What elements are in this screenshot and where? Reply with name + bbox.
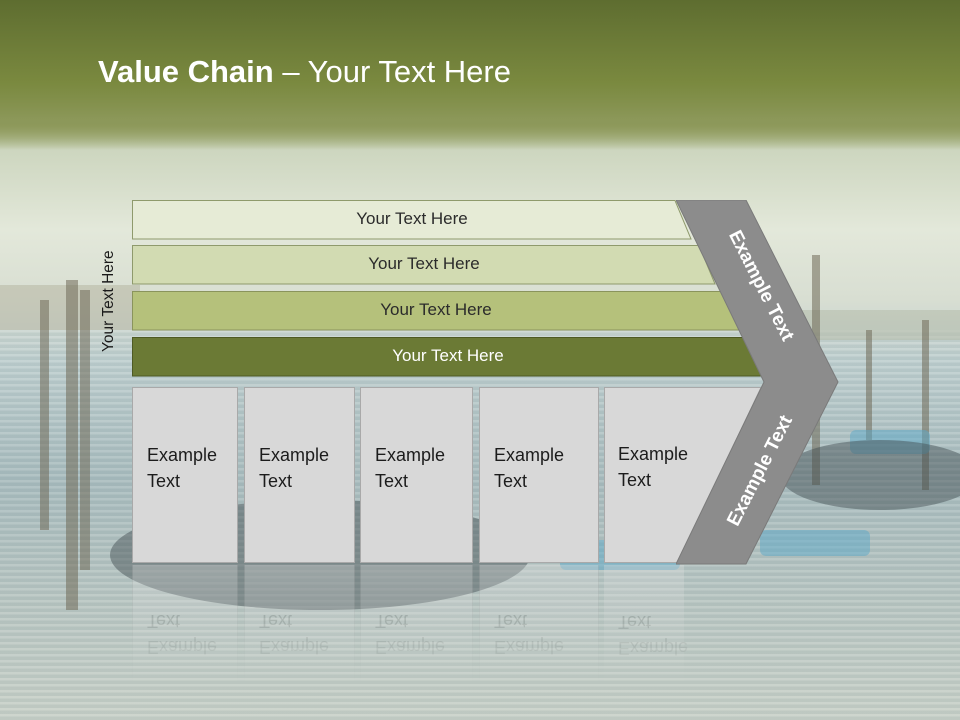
box-text-line1: Example [259, 445, 330, 465]
box-text-line1: Example [375, 445, 446, 465]
support-bar-label: Your Text Here [368, 254, 480, 273]
gondola [780, 440, 960, 510]
mooring-pole [66, 280, 78, 610]
bar-shape [132, 245, 716, 285]
primary-activity-box-3: Example Text [360, 387, 473, 563]
support-bar-2: Your Text Here [132, 245, 716, 285]
mooring-pole [866, 330, 872, 440]
title-bold: Value Chain [98, 54, 274, 89]
box-text-line2: Text [147, 471, 181, 491]
title-rest: – Your Text Here [273, 54, 511, 89]
primary-activity-box-1: Example Text [132, 387, 238, 563]
side-label: Your Text Here [100, 250, 117, 352]
support-bar-3: Your Text Here [132, 291, 740, 331]
support-bar-4: Your Text Here [132, 337, 764, 377]
box-text-line2: Text [494, 471, 528, 491]
support-bar-label: Your Text Here [380, 300, 492, 319]
header-band [0, 0, 960, 150]
margin-chevron-arrow [676, 200, 839, 565]
box-text-line2: Text [259, 471, 293, 491]
slide-title: Value Chain – Your Text Here [98, 54, 511, 90]
box-text-line1: Example [494, 445, 565, 465]
support-bar-label: Your Text Here [356, 209, 468, 228]
mooring-pole [922, 320, 929, 490]
mooring-pole [40, 300, 49, 530]
primary-activity-box-4: Example Text [479, 387, 599, 563]
support-bar-1: Your Text Here [132, 200, 692, 240]
primary-activity-box-5: Example Text [604, 387, 724, 563]
gondola-cover [850, 430, 930, 454]
gondola-cover [760, 530, 870, 556]
box-text-line1: Example [147, 445, 218, 465]
box-text-line1: Example [618, 444, 689, 464]
box-text-line2: Text [618, 470, 652, 490]
primary-activity-box-2: Example Text [244, 387, 355, 563]
box-text-line2: Text [375, 471, 409, 491]
support-bar-label: Your Text Here [392, 346, 504, 365]
mooring-pole [80, 290, 90, 570]
bar-shape [132, 200, 692, 240]
